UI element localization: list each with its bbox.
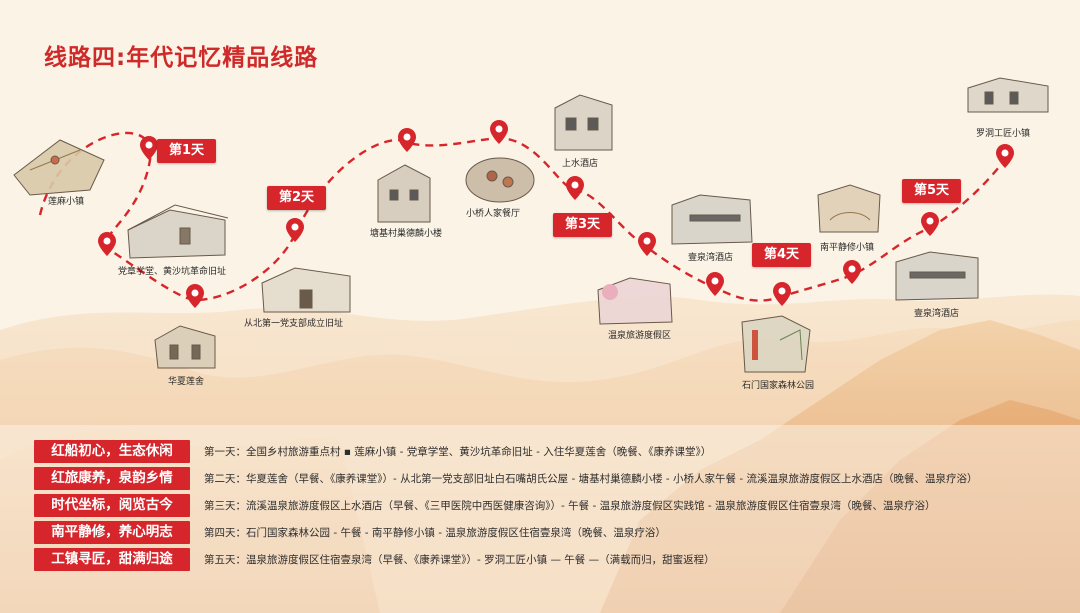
itinerary-tag: 红船初心，生态休闲: [34, 440, 190, 463]
place-label: 南平静修小镇: [820, 243, 875, 253]
lianma-town-illustration: [13, 139, 105, 196]
place-label: 塘基村巢德麟小楼: [370, 229, 443, 239]
day-badge-5: 第5天: [902, 179, 962, 203]
itinerary-text: 第一天：全国乡村旅游重点村 ▪ 莲麻小镇 - 党章学堂、黄沙坑革命旧址 - 入住…: [204, 446, 712, 458]
shimen-forest-park-illustration: [741, 315, 811, 373]
map-pin-icon: [996, 144, 1014, 168]
itinerary-tag: 红旅康养，泉韵乡情: [34, 467, 190, 490]
xiaoqiao-restaurant-illustration: [465, 157, 535, 203]
hot-spring-resort-illustration: [597, 277, 673, 325]
day-badge-3: 第3天: [553, 213, 613, 237]
map-pin-icon: [490, 120, 508, 144]
day-badge-1: 第1天: [157, 139, 217, 163]
tangji-villa-illustration: [377, 164, 431, 223]
itinerary-row: 红船初心，生态休闲 第一天：全国乡村旅游重点村 ▪ 莲麻小镇 - 党章学堂、黄沙…: [34, 438, 1054, 465]
map-pin-icon: [706, 272, 724, 296]
place-label: 壹泉湾酒店: [688, 253, 734, 263]
place-label: 温泉旅游度假区: [608, 331, 672, 341]
itinerary-list: 红船初心，生态休闲 第一天：全国乡村旅游重点村 ▪ 莲麻小镇 - 党章学堂、黄沙…: [34, 438, 1054, 573]
map-pin-icon: [286, 218, 304, 242]
map-pin-icon: [98, 232, 116, 256]
itinerary-row: 时代坐标，阅览古今 第三天：流溪温泉旅游度假区上水酒店（早餐、《三甲医院中西医健…: [34, 492, 1054, 519]
itinerary-tag: 工镇寻匠，甜满归途: [34, 548, 190, 571]
place-label: 党章学堂、黄沙坑革命旧址: [118, 267, 227, 277]
place-label: 华夏莲舍: [168, 377, 205, 387]
page-title: 线路四:年代记忆精品线路: [44, 45, 319, 71]
map-pin-icon: [921, 212, 939, 236]
map-pin-icon: [843, 260, 861, 284]
itinerary-tag: 时代坐标，阅览古今: [34, 494, 190, 517]
place-label: 小桥人家餐厅: [466, 209, 521, 219]
place-label: 壹泉湾酒店: [914, 309, 960, 319]
itinerary-text: 第四天：石门国家森林公园 - 午餐 - 南平静修小镇 - 温泉旅游度假区住宿壹泉…: [204, 527, 666, 539]
party-branch-site-illustration: [261, 267, 351, 313]
day-badge-2: 第2天: [267, 186, 327, 210]
itinerary-tag: 南平静修，养心明志: [34, 521, 190, 544]
map-pin-icon: [398, 128, 416, 152]
yiquanwan-hotel-2-illustration: [895, 251, 979, 301]
place-label: 莲麻小镇: [48, 197, 85, 207]
place-label: 罗洞工匠小镇: [976, 129, 1031, 139]
map-pin-icon: [773, 282, 791, 306]
party-school-illustration: [127, 204, 229, 259]
itinerary-row: 红旅康养，泉韵乡情 第二天：华夏莲舍（早餐、《康养课堂》）- 从北第一党支部旧址…: [34, 465, 1054, 492]
itinerary-row: 工镇寻匠，甜满归途 第五天：温泉旅游度假区住宿壹泉湾（早餐、《康养课堂》）- 罗…: [34, 546, 1054, 573]
itinerary-text: 第五天：温泉旅游度假区住宿壹泉湾（早餐、《康养课堂》）- 罗洞工匠小镇 — 午餐…: [204, 554, 715, 566]
yiquanwan-hotel-illustration: [671, 194, 753, 245]
shangshui-hotel-illustration: [554, 94, 613, 151]
map-pin-icon: [140, 136, 158, 160]
luodong-craftsman-town-illustration: [967, 77, 1049, 113]
itinerary-text: 第二天：华夏莲舍（早餐、《康养课堂》）- 从北第一党支部旧址白石嘴胡氏公屋 - …: [204, 473, 978, 485]
huaxia-lianshe-illustration: [154, 325, 216, 369]
nanping-town-illustration: [817, 184, 881, 233]
map-pin-icon: [638, 232, 656, 256]
place-label: 石门国家森林公园: [742, 381, 815, 391]
day-badge-4: 第4天: [752, 243, 812, 267]
map-pin-icon: [186, 284, 204, 308]
itinerary-text: 第三天：流溪温泉旅游度假区上水酒店（早餐、《三甲医院中西医健康咨询》）- 午餐 …: [204, 500, 936, 512]
map-pin-icon: [566, 176, 584, 200]
itinerary-row: 南平静修，养心明志 第四天：石门国家森林公园 - 午餐 - 南平静修小镇 - 温…: [34, 519, 1054, 546]
place-label: 上水酒店: [562, 159, 599, 169]
place-label: 从北第一党支部成立旧址: [244, 319, 344, 329]
